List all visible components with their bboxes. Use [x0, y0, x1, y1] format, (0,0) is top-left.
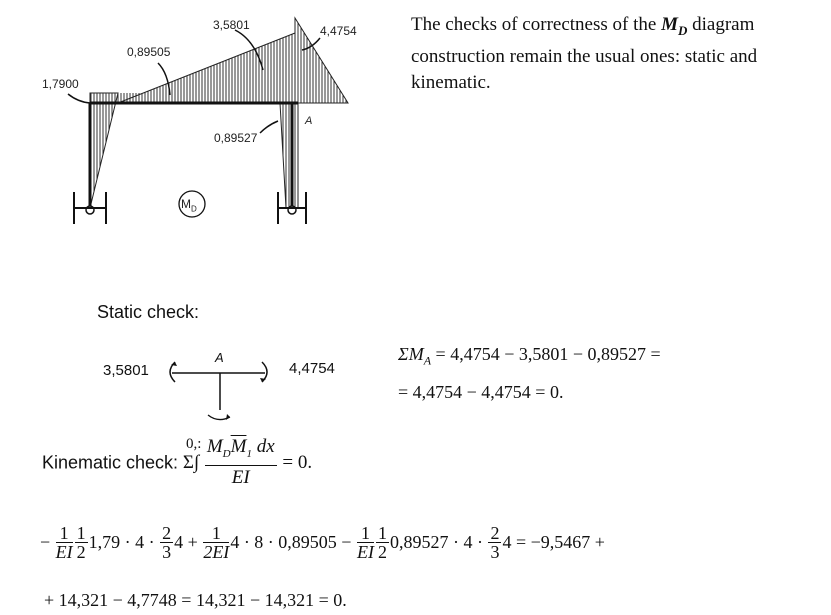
left-support-icon	[73, 192, 107, 224]
kinematic-check: Kinematic check: Σ∫ MDM1 dx EI = 0.	[42, 436, 312, 490]
label-bottom-moment: 0,89527	[214, 131, 258, 145]
static-check-heading: Static check:	[97, 302, 200, 322]
static-joint-label: A	[215, 350, 224, 365]
static-equation-line2: = 4,4754 − 4,4754 = 0.	[398, 382, 564, 402]
label-right-moment: 4,4754	[320, 24, 357, 38]
expression-line2: + 14,321 − 4,7748 = 14,321 − 14,321 = 0.	[44, 590, 347, 610]
kinematic-heading: Kinematic check:	[42, 452, 179, 473]
kinematic-overlap-text: 0,:	[186, 436, 202, 452]
label-mid-moment: 0,89505	[127, 45, 171, 59]
right-support-icon	[277, 192, 307, 224]
frame-moment-diagram	[67, 16, 349, 224]
label-left-moment: 1,7900	[42, 77, 79, 91]
diagram-symbol: MD	[181, 197, 197, 214]
static-left-value: 3,5801	[103, 362, 149, 379]
diagram-symbol-circle	[178, 190, 206, 218]
static-equation-line1: ΣMA = 4,4754 − 3,5801 − 0,89527 =	[398, 344, 661, 368]
static-right-value: 4,4754	[289, 360, 335, 377]
joint-free-body-icon	[169, 361, 268, 421]
kinematic-result: = 0.	[282, 451, 313, 473]
intro-paragraph: The checks of correctness of the MD diag…	[411, 14, 758, 93]
label-top-moment: 3,5801	[213, 18, 250, 32]
moment-area-beam	[117, 32, 296, 104]
kinematic-fraction: MDM1 dx EI	[204, 436, 277, 488]
label-joint-a: A	[305, 115, 313, 127]
moment-area-right-column	[279, 102, 299, 209]
moment-area-left-column	[89, 92, 119, 209]
moment-area-right-tip	[294, 16, 349, 104]
kinematic-sigma: Σ∫	[182, 451, 200, 473]
